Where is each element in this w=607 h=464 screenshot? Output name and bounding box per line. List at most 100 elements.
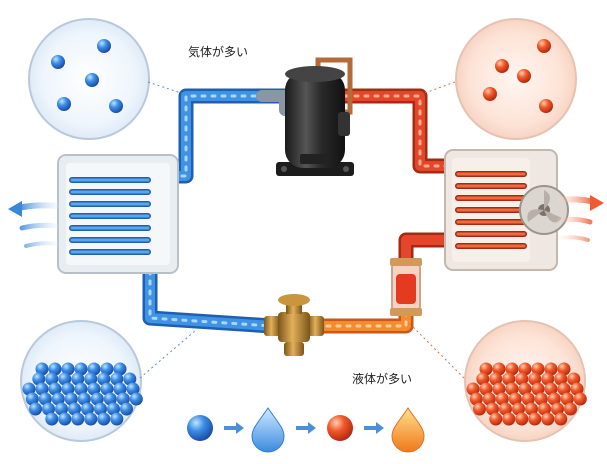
liquid-cold-zoom-circle <box>20 320 143 442</box>
liquid-particle <box>466 382 480 396</box>
liquid-particle <box>479 382 493 396</box>
liquid-particle <box>469 392 483 406</box>
liquid-particle <box>502 412 516 426</box>
liquid-particle <box>505 382 519 396</box>
liquid-particle <box>110 412 124 426</box>
liquid-particle <box>528 412 542 426</box>
liquid-particle <box>81 402 94 416</box>
liquid-particle <box>58 372 72 386</box>
liquid-particle <box>564 402 577 416</box>
liquid-particle <box>48 382 62 396</box>
blue-droplet-icon <box>251 407 285 453</box>
liquid-particle <box>518 362 532 376</box>
hot-pipe <box>310 88 463 334</box>
liquid-particle <box>74 362 88 376</box>
liquid-particle <box>97 372 111 386</box>
liquid-particle <box>103 392 117 406</box>
fan-icon <box>519 185 569 235</box>
liquid-hot-zoom-circle <box>464 320 587 442</box>
liquid-particle <box>48 362 62 376</box>
cold-air-arrows <box>8 201 61 248</box>
liquid-particle <box>538 402 551 416</box>
discharge-line <box>315 57 353 115</box>
liquid-particle <box>544 362 558 376</box>
liquid-particle <box>482 392 496 406</box>
liquid-particle <box>508 392 522 406</box>
filter-drier <box>390 258 422 316</box>
liquid-particle <box>528 372 542 386</box>
liquid-particle <box>567 372 581 386</box>
arrow-icon <box>364 422 384 434</box>
liquid-particle <box>544 382 558 396</box>
liquid-particle <box>515 372 529 386</box>
liquid-particle <box>551 402 564 416</box>
state-sequence-legend <box>187 407 425 453</box>
liquid-particle <box>90 392 104 406</box>
liquid-particle <box>61 382 75 396</box>
liquid-particle <box>573 392 587 406</box>
liquid-particle <box>489 372 503 386</box>
liquid-particle <box>100 362 114 376</box>
liquid-particle <box>84 412 98 426</box>
liquid-particle <box>100 382 114 396</box>
liquid-particle <box>87 382 101 396</box>
liquid-particle <box>499 402 512 416</box>
liquid-particle <box>38 392 52 406</box>
liquid-particle <box>129 392 143 406</box>
gas-label: 気体が多い <box>188 45 249 59</box>
liquid-particle <box>58 412 72 426</box>
liquid-particle <box>32 372 46 386</box>
liquid-particle <box>486 402 499 416</box>
red-sphere-icon <box>327 415 353 441</box>
liquid-particle <box>557 362 571 376</box>
liquid-particle <box>45 412 59 426</box>
liquid-label: 液体が多い <box>352 372 413 386</box>
liquid-particle <box>55 402 68 416</box>
liquid-particle <box>113 362 127 376</box>
liquid-particle <box>525 402 538 416</box>
liquid-particle <box>123 372 137 386</box>
liquid-particle <box>492 362 506 376</box>
liquid-particle <box>560 392 574 406</box>
liquid-particle <box>554 372 568 386</box>
liquid-particle <box>113 382 127 396</box>
arrow-icon <box>296 422 316 434</box>
liquid-particle <box>120 402 133 416</box>
liquid-particle <box>77 392 91 406</box>
liquid-particle <box>45 372 59 386</box>
liquid-particle <box>68 402 81 416</box>
blue-sphere-icon <box>187 415 213 441</box>
liquid-particle <box>557 382 571 396</box>
orange-droplet-icon <box>391 407 425 453</box>
liquid-particle <box>473 402 486 416</box>
liquid-particle <box>502 372 516 386</box>
liquid-particle <box>87 362 101 376</box>
liquid-particle <box>512 402 525 416</box>
liquid-particle <box>22 382 36 396</box>
liquid-particle <box>84 372 98 386</box>
liquid-particle <box>531 362 545 376</box>
expansion-valve <box>264 294 324 356</box>
liquid-particle <box>97 412 111 426</box>
liquid-particle <box>495 392 509 406</box>
liquid-particle <box>518 382 532 396</box>
liquid-particle <box>35 382 49 396</box>
liquid-particle <box>94 402 107 416</box>
liquid-particle <box>547 392 561 406</box>
liquid-particle <box>74 382 88 396</box>
callout-lines <box>139 81 465 379</box>
liquid-particle <box>29 402 42 416</box>
liquid-particle <box>489 412 503 426</box>
liquid-particle <box>541 372 555 386</box>
liquid-particle <box>492 382 506 396</box>
liquid-particle <box>25 392 39 406</box>
liquid-particle <box>35 362 49 376</box>
gas-hot-zoom-circle <box>455 18 577 140</box>
gas-cold-zoom-circle <box>28 18 150 140</box>
liquid-particle <box>107 402 120 416</box>
liquid-particle <box>505 362 519 376</box>
compressor <box>276 66 354 176</box>
liquid-particle <box>476 372 490 386</box>
